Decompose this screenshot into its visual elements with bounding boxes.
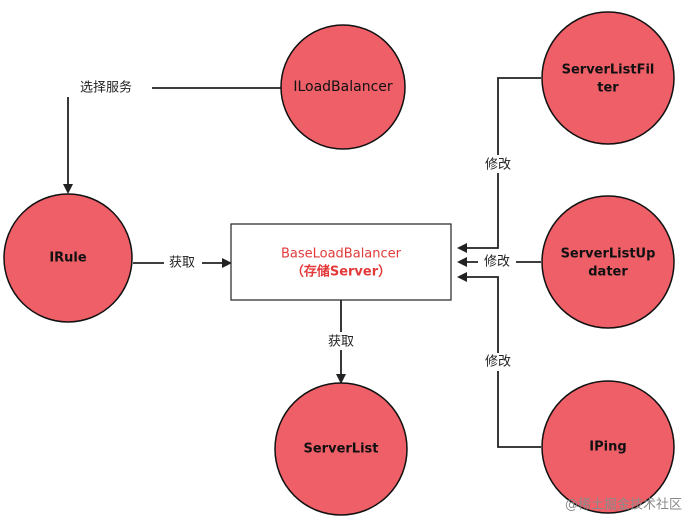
base-load-balancer-subtitle: （存储Server）	[291, 264, 391, 280]
node-serverlistfilter-line2: ter	[597, 81, 619, 96]
node-iloadbalancer-label: ILoadBalancer	[293, 79, 393, 95]
node-irule-label: IRule	[49, 251, 87, 266]
label-modify-bottom: 修改	[485, 355, 511, 370]
label-select-service: 选择服务	[80, 80, 132, 96]
base-load-balancer-box	[230, 223, 452, 301]
node-serverlistfilter	[541, 11, 675, 145]
node-iping	[541, 380, 675, 514]
node-serverlist-label: ServerList	[304, 442, 379, 457]
node-serverlistfilter-line1: ServerListFil	[562, 63, 655, 78]
node-irule	[3, 193, 133, 323]
node-serverlistupdater-line2: dater	[588, 265, 628, 280]
node-iping-label: IPing	[589, 440, 626, 455]
edge-select-service	[63, 87, 282, 194]
watermark: @稀土掘金技术社区	[565, 497, 682, 513]
label-obtain-left: 获取	[169, 256, 195, 271]
label-modify-top: 修改	[485, 158, 511, 173]
base-load-balancer-title: BaseLoadBalancer	[281, 247, 402, 262]
label-obtain-bottom: 获取	[328, 335, 354, 350]
node-serverlistupdater	[541, 195, 675, 329]
node-serverlist	[274, 382, 408, 516]
node-iloadbalancer	[280, 24, 406, 150]
label-modify-middle: 修改	[484, 255, 510, 270]
node-serverlistupdater-line1: ServerListUp	[561, 247, 656, 262]
